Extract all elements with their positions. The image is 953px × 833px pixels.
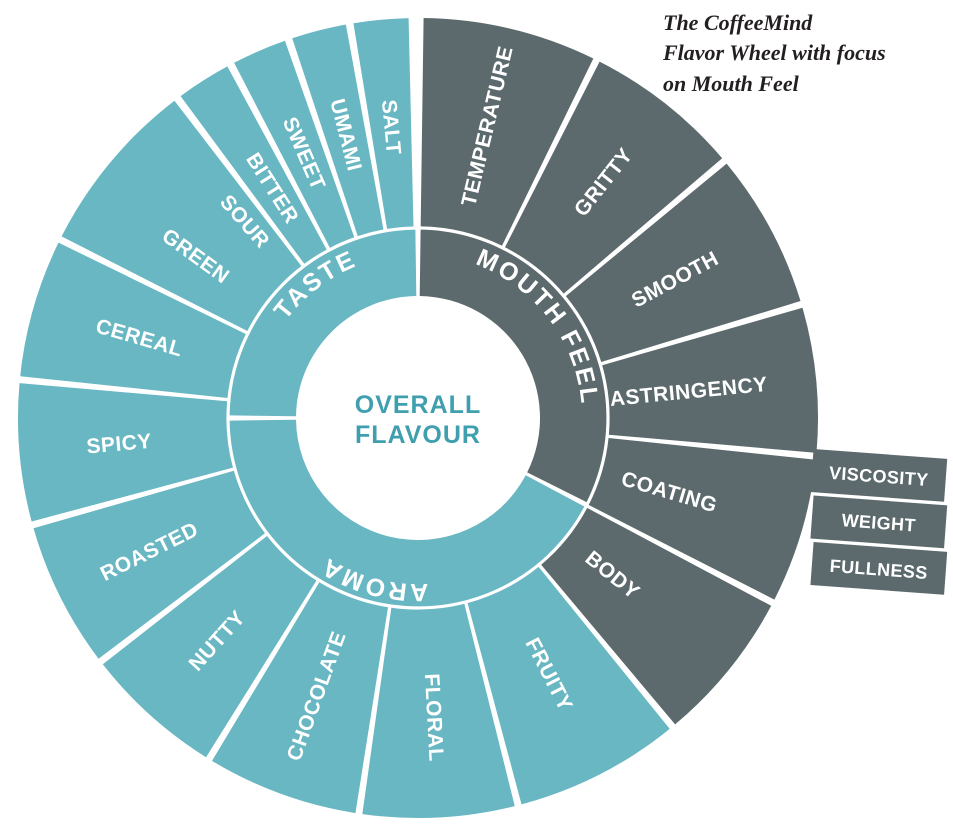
outer-segment-spicy[interactable] bbox=[17, 383, 233, 522]
callout-viscosity[interactable]: VISCOSITY bbox=[810, 449, 948, 502]
outer-segment-gritty[interactable] bbox=[504, 61, 723, 294]
center-label-line-2: FLAVOUR bbox=[355, 421, 481, 449]
outer-segment-nutty[interactable] bbox=[102, 535, 317, 758]
inner-segment-aroma[interactable] bbox=[229, 419, 585, 607]
callout-weight[interactable]: WEIGHT bbox=[810, 495, 948, 549]
outer-segment-smooth[interactable] bbox=[565, 163, 801, 362]
title-line-3: on Mouth Feel bbox=[663, 70, 799, 96]
outer-label-floral: FLORAL bbox=[420, 673, 448, 762]
outer-segment-cereal[interactable] bbox=[20, 242, 246, 398]
outer-segment-astringency[interactable] bbox=[602, 307, 818, 453]
inner-segment-taste[interactable] bbox=[229, 229, 417, 417]
outer-segment-roasted[interactable] bbox=[33, 470, 265, 659]
outer-segment-sour[interactable] bbox=[132, 100, 302, 284]
diagram-title: The CoffeeMind Flavor Wheel with focus o… bbox=[663, 8, 941, 99]
callout-box bbox=[810, 495, 948, 549]
title-line-2: Flavor Wheel with focus bbox=[663, 40, 886, 66]
outer-segment-umami[interactable] bbox=[292, 24, 384, 237]
outer-segment-temperature[interactable] bbox=[420, 18, 594, 246]
callout-box bbox=[810, 542, 948, 595]
outer-segment-sweet[interactable] bbox=[234, 40, 355, 248]
outer-segment-bitter[interactable] bbox=[180, 66, 327, 264]
callout-box bbox=[810, 449, 948, 502]
callout-fullness[interactable]: FULLNESS bbox=[810, 542, 948, 595]
outer-segment-body[interactable] bbox=[541, 507, 772, 725]
outer-segment-floral[interactable] bbox=[362, 603, 515, 819]
outer-segment-coating[interactable] bbox=[588, 438, 816, 600]
center-label-line-1: OVERALL bbox=[355, 391, 481, 419]
outer-segment-salt[interactable] bbox=[353, 18, 414, 229]
inner-segment-mouth-feel[interactable] bbox=[419, 229, 607, 503]
outer-segment-green[interactable] bbox=[61, 135, 283, 332]
outer-label-spicy: SPICY bbox=[85, 430, 152, 459]
center-disc bbox=[297, 297, 539, 539]
outer-segment-fruity[interactable] bbox=[467, 566, 670, 805]
outer-segment-chocolate[interactable] bbox=[211, 582, 389, 814]
outer-label-salt: SALT bbox=[377, 99, 405, 156]
title-line-1: The CoffeeMind bbox=[663, 10, 813, 35]
